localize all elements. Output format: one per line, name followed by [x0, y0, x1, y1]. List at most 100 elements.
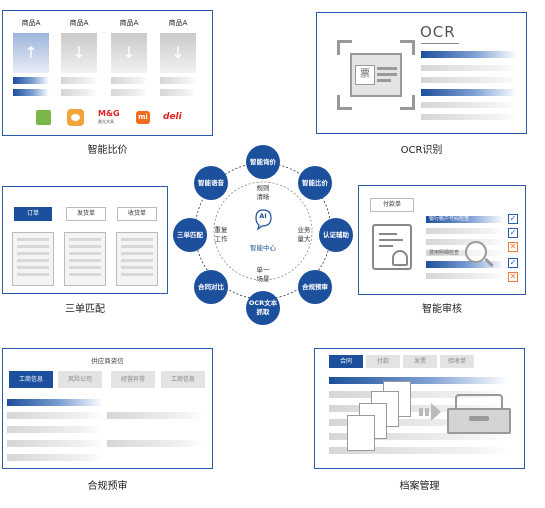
archive-bar — [329, 377, 509, 384]
compliance-bar — [7, 412, 103, 419]
node-smart-voice[interactable]: 智能语音 — [194, 166, 228, 200]
magnifier-icon — [465, 241, 487, 263]
product-price-tile: ↓ — [61, 33, 97, 73]
product-price-tile: ↓ — [111, 33, 147, 73]
audit-doc-tab: 付款单 — [370, 198, 414, 212]
product-label: 商品A — [69, 19, 89, 27]
check-icon: ✓ — [508, 214, 518, 224]
audit-row-label: 费用明细检查 — [429, 250, 460, 256]
check-icon: ✓ — [508, 228, 518, 238]
arrow-up-icon: ↑ — [24, 43, 38, 62]
product-bar — [111, 89, 147, 96]
hub-inner-bottom: 单一场景 — [256, 266, 270, 283]
pet-logo-icon — [67, 109, 84, 126]
compliance-bar — [107, 440, 203, 447]
ocr-bar — [421, 102, 517, 108]
triple-caption: 三单匹配 — [65, 304, 105, 315]
ocr-bar — [421, 65, 517, 71]
product-price-tile: ↑ — [13, 33, 49, 73]
tab-business-info: 工商信息 — [9, 371, 53, 388]
ocr-heading-underline — [421, 43, 459, 44]
compliance-bar — [107, 412, 203, 419]
product-bar — [111, 77, 147, 84]
product-bar — [13, 77, 49, 84]
compliance-caption: 合规预审 — [87, 481, 128, 492]
archive-tray-icon — [447, 394, 511, 434]
ai-badge: AI — [259, 212, 267, 220]
doc-sheet — [64, 232, 106, 286]
node-smart-compare[interactable]: 智能比价 — [298, 166, 332, 200]
compliance-bar — [7, 426, 103, 433]
audit-row-label: 银行帐户号码检查 — [429, 216, 470, 222]
product-label: 商品A — [119, 19, 139, 27]
shop-logo-icon — [36, 110, 51, 125]
arrow-down-icon: ↓ — [122, 43, 136, 62]
doc-sheet — [116, 232, 158, 286]
archive-tab-acceptance: 验收单 — [440, 355, 474, 368]
hub-inner-top: 规则清晰 — [256, 184, 270, 201]
product-bar — [160, 89, 196, 96]
node-compliance[interactable]: 合规预审 — [298, 270, 332, 304]
product-label: 商品A — [168, 19, 188, 27]
compliance-bar — [7, 440, 103, 447]
archive-panel: 合同 付款 发票 验收单 — [314, 348, 525, 469]
ocr-bar — [421, 89, 517, 96]
compliance-bar — [7, 399, 103, 406]
supplier-title: 供应商资信 — [91, 357, 124, 365]
ocr-bar — [421, 51, 517, 58]
product-column: 商品A ↓ — [111, 18, 147, 96]
ocr-bar — [421, 114, 517, 120]
invoice-icon: 票 — [350, 53, 402, 97]
doc-tab-shipping: 发货单 — [66, 207, 106, 221]
node-contract-compare[interactable]: 合同对比 — [194, 270, 228, 304]
product-price-tile: ↓ — [160, 33, 196, 73]
product-label: 商品A — [21, 19, 41, 27]
tab-risk-company: 风险公司 — [58, 371, 102, 388]
audit-bar — [426, 216, 504, 223]
audit-bar — [426, 273, 504, 279]
arrow-down-icon: ↓ — [72, 43, 86, 62]
tab-operation-anomaly: 经营异常 — [111, 371, 155, 388]
doc-sheet — [12, 232, 54, 286]
product-column: 商品A ↓ — [61, 18, 97, 96]
compare-caption: 智能比价 — [87, 145, 128, 156]
archive-tab-invoice: 发票 — [403, 355, 437, 368]
audit-caption: 智能审核 — [422, 304, 462, 315]
node-certification[interactable]: 认证辅助 — [319, 218, 353, 252]
hub-inner-left: 重复工作 — [214, 226, 228, 243]
cross-icon: ✕ — [508, 272, 518, 282]
ocr-heading: OCR — [420, 23, 456, 41]
node-triple-match[interactable]: 三单匹配 — [173, 218, 207, 252]
audit-bar — [426, 239, 504, 245]
mg-logo-icon: M&G 晨光文具 — [98, 109, 120, 124]
archive-caption: 档案管理 — [399, 481, 440, 492]
audit-panel: 付款单 银行帐户号码检查 费用明细检查 ✓ ✓ ✕ ✓ ✕ — [358, 185, 526, 295]
triple-panel: 订单 发货单 收货单 — [2, 186, 168, 294]
archive-tab-payment: 付款 — [366, 355, 400, 368]
product-bar — [61, 77, 97, 84]
ocr-bar — [421, 77, 517, 83]
hub-inner-right: 业务量大 — [297, 226, 311, 243]
mi-logo-icon: mi — [136, 111, 150, 124]
archive-bar — [329, 419, 509, 426]
product-bar — [61, 89, 97, 96]
arrow-right-icon — [419, 403, 441, 421]
cross-icon: ✕ — [508, 242, 518, 252]
node-smart-inquiry[interactable]: 智能询价 — [246, 145, 280, 179]
document-icon — [372, 224, 412, 270]
arrow-down-icon: ↓ — [171, 43, 185, 62]
archive-tab-contract: 合同 — [329, 355, 363, 368]
compliance-panel: 供应商资信 工商信息 风险公司 经营异常 工商信息 — [2, 348, 213, 469]
compliance-bar — [7, 454, 103, 461]
check-icon: ✓ — [508, 258, 518, 268]
compare-panel: 商品A ↑ 商品A ↓ 商品A ↓ 商品A ↓ M&G 晨光文具 — [2, 10, 213, 136]
ocr-panel: 票 OCR — [316, 12, 527, 134]
node-ocr-extract[interactable]: OCR文本抓取 — [246, 291, 280, 325]
product-column: 商品A ↓ — [160, 18, 196, 96]
scan-frame: 票 — [337, 40, 415, 110]
product-bar — [13, 89, 49, 96]
audit-bar — [426, 228, 504, 234]
archive-bar — [329, 391, 509, 398]
product-bar — [160, 77, 196, 84]
